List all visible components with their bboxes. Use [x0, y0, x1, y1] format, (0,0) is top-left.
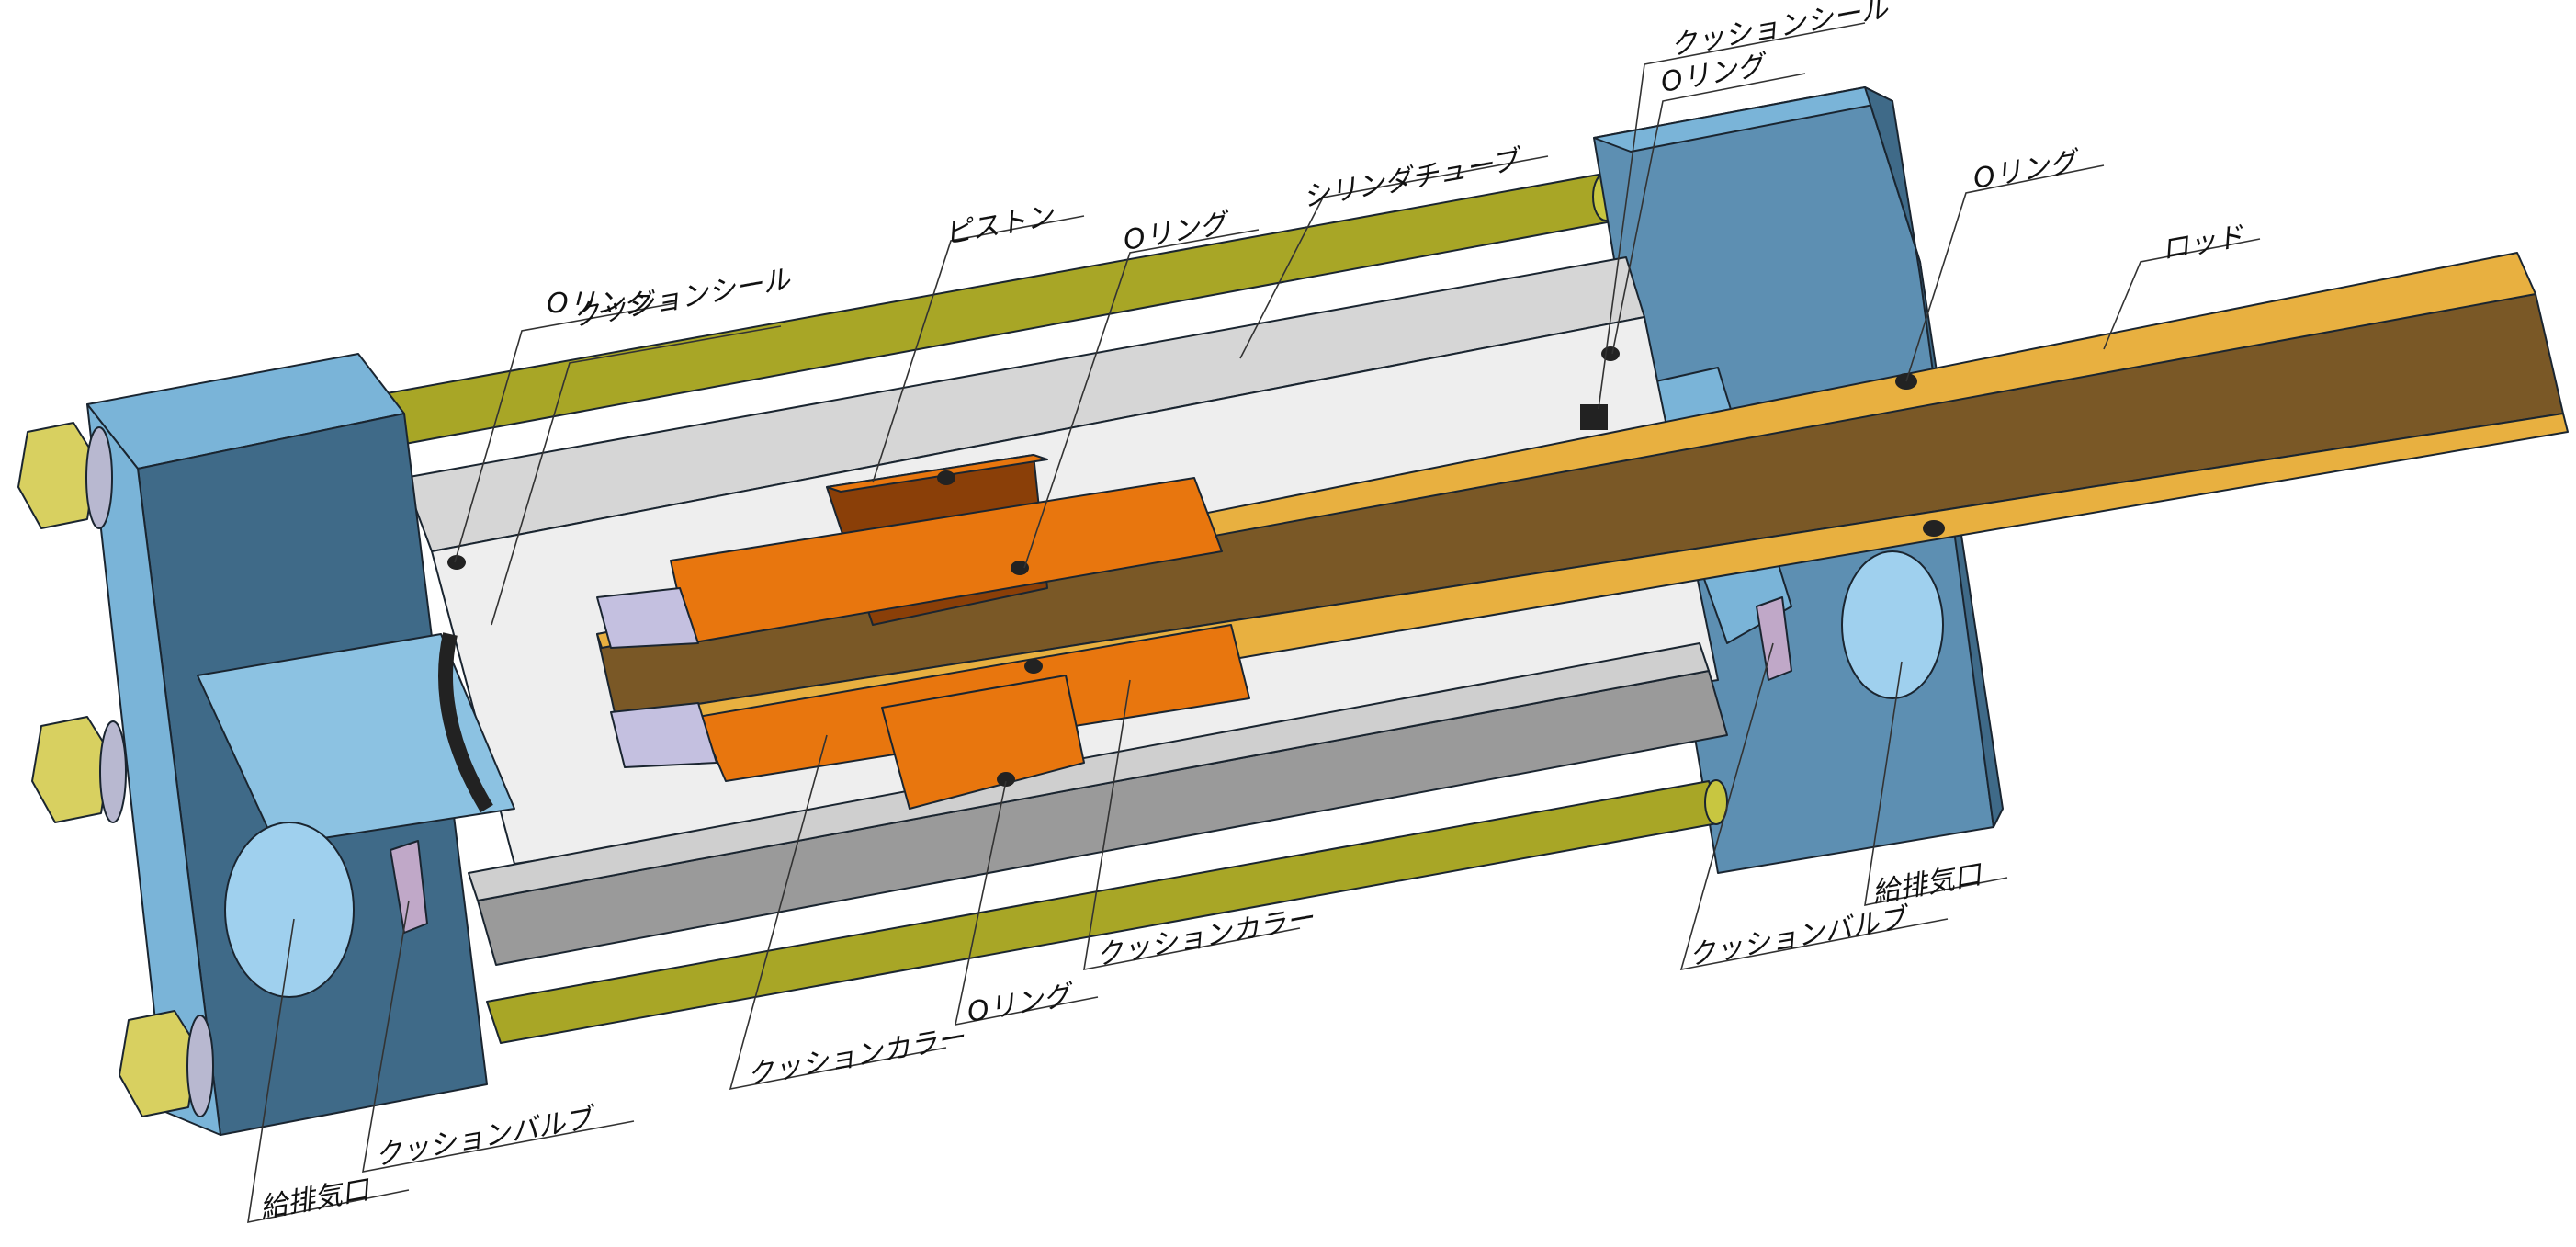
o-ring-rod-cover-top — [1601, 346, 1620, 361]
o-ring-head — [447, 555, 466, 570]
port-left-bore — [224, 822, 355, 998]
tie-rod-nuts — [17, 422, 214, 1117]
label-o-ring-rod: Oリング — [1971, 145, 2084, 196]
label-port-right: 給排気口 — [1870, 858, 1985, 910]
label-port-left: 給排気口 — [257, 1173, 373, 1225]
o-ring-piston-mid — [1011, 561, 1029, 575]
o-ring-piston-lower — [1024, 659, 1043, 674]
cushion-seal-right — [1580, 404, 1608, 430]
label-rod: ロッド — [2159, 221, 2247, 266]
label-cushion-seal-right: クッションシール — [1667, 0, 1891, 62]
o-ring-piston-top — [937, 470, 955, 485]
nut-bottom — [119, 1010, 198, 1117]
label-cushion-collar-left: クッションカラー — [744, 1022, 967, 1092]
piston — [596, 454, 1250, 810]
cushion-valve-left — [390, 840, 428, 934]
label-cushion-seal-left: クッションシール — [570, 264, 793, 334]
nut-top — [17, 422, 97, 529]
label-piston: ピストン — [942, 199, 1057, 251]
label-o-ring-piston-bottom: Oリング — [965, 979, 1078, 1029]
port-right-bore — [1841, 550, 1944, 699]
o-ring-piston-bottom — [997, 772, 1015, 787]
o-ring-rod-lower — [1923, 520, 1945, 537]
label-cushion-valve-right: クッションバルブ — [1686, 901, 1913, 972]
label-cushion-valve-left: クッションバルブ — [372, 1102, 599, 1173]
nut-middle — [31, 716, 111, 823]
leader-lines — [247, 22, 2261, 1224]
label-o-ring-head-left: Oリング — [547, 288, 656, 320]
cushion-seal-left-ring — [438, 632, 493, 813]
cushion-valve-right — [1756, 596, 1792, 681]
